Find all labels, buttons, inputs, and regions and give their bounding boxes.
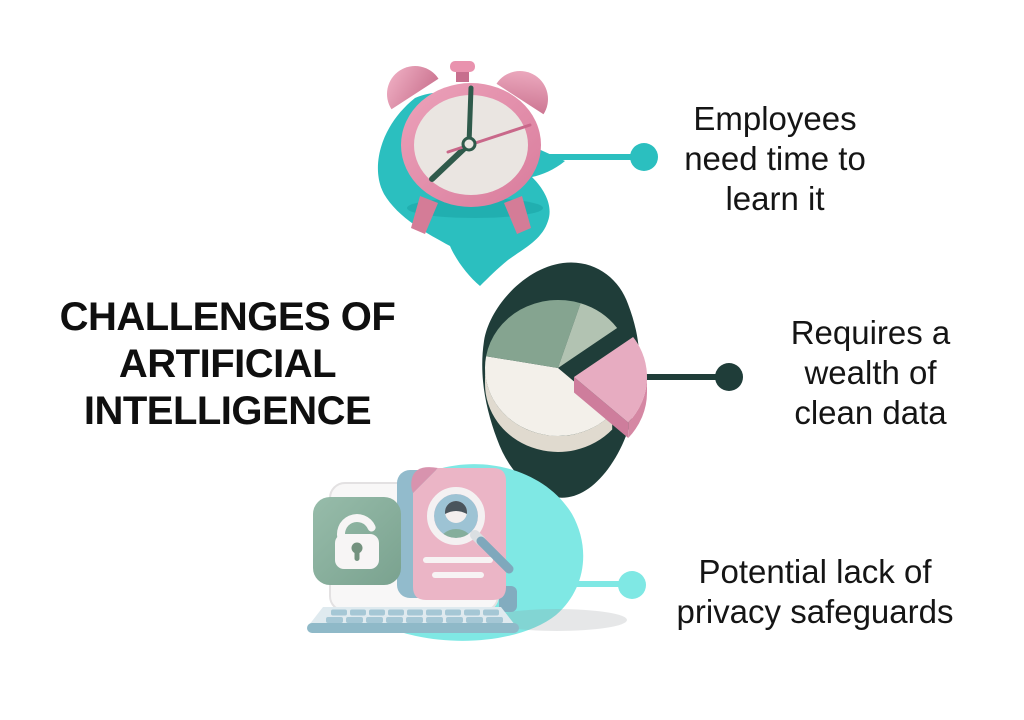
pie-slice-pink-side — [628, 377, 647, 438]
connector-dot-2 — [715, 363, 743, 391]
alarm-clock-illustration — [377, 61, 565, 287]
laptop-shadow — [487, 609, 627, 631]
pie-chart-illustration — [482, 262, 648, 498]
document-text-line-2 — [432, 572, 484, 578]
page-title: CHALLENGES OF ARTIFICIAL INTELLIGENCE — [59, 295, 396, 433]
hour-hand — [429, 141, 472, 182]
pie-slice-white — [485, 356, 613, 436]
keyboard-front — [307, 623, 519, 633]
item-label-learning-time: Employees need time to learn it — [684, 100, 866, 217]
pie-slice-green — [486, 299, 581, 368]
laptop-privacy-3d-icon — [307, 467, 519, 633]
keyboard-keys — [326, 609, 503, 623]
document-fold — [411, 467, 438, 493]
connector-dot-3 — [618, 571, 646, 599]
open-lock-icon — [335, 514, 379, 569]
laptop-privacy-illustration — [307, 464, 627, 641]
magnifier-avatar-icon — [427, 487, 514, 574]
pie-chart-3d-icon — [485, 299, 648, 452]
pie-slice-pink-cut-face — [574, 377, 629, 438]
clock-pin — [461, 136, 477, 152]
pie-slice-sage — [558, 303, 618, 368]
magnifier-ring — [427, 487, 485, 545]
pie-slice-pink — [574, 337, 648, 423]
alarm-clock-icon — [387, 61, 548, 234]
document-text-line-1 — [423, 557, 493, 563]
connector-line-2 — [615, 374, 721, 380]
magnifier-handle — [476, 536, 514, 574]
connector-dot-1 — [630, 143, 658, 171]
connector-line-1 — [515, 154, 636, 160]
second-hand — [446, 123, 532, 154]
item-label-clean-data: Requires a wealth of clean data — [790, 314, 951, 431]
pie-slice-white-side — [485, 368, 613, 452]
item-label-privacy-safeguards: Potential lack of privacy safeguards — [676, 553, 954, 630]
minute-hand — [466, 85, 474, 147]
avatar-hair — [445, 501, 467, 514]
